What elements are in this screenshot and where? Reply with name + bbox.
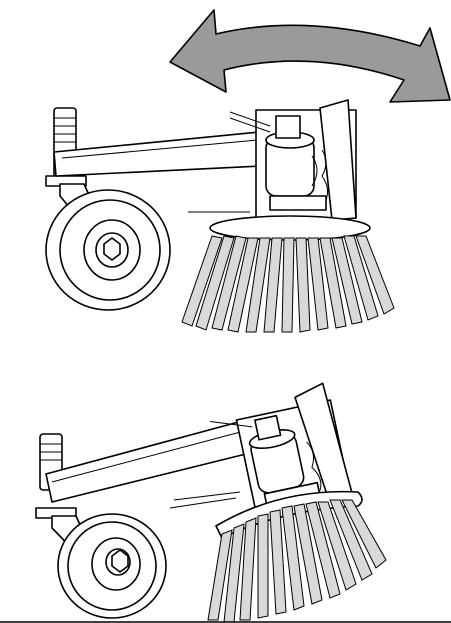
lower-motor-bracket [210, 382, 354, 517]
lower-tilted-arm [45, 419, 255, 503]
upper-horizontal-arm [53, 131, 263, 177]
lower-sweeper-assembly [35, 382, 387, 623]
lower-caster-wheel [57, 513, 167, 619]
upper-caster-wheel [45, 189, 171, 311]
rotation-arrow-icon [169, 9, 451, 103]
upper-sweeper-assembly [45, 99, 395, 333]
lower-broom-bristles [207, 499, 387, 623]
upper-motor-bracket [229, 99, 357, 221]
upper-broom-bristles [181, 235, 395, 333]
